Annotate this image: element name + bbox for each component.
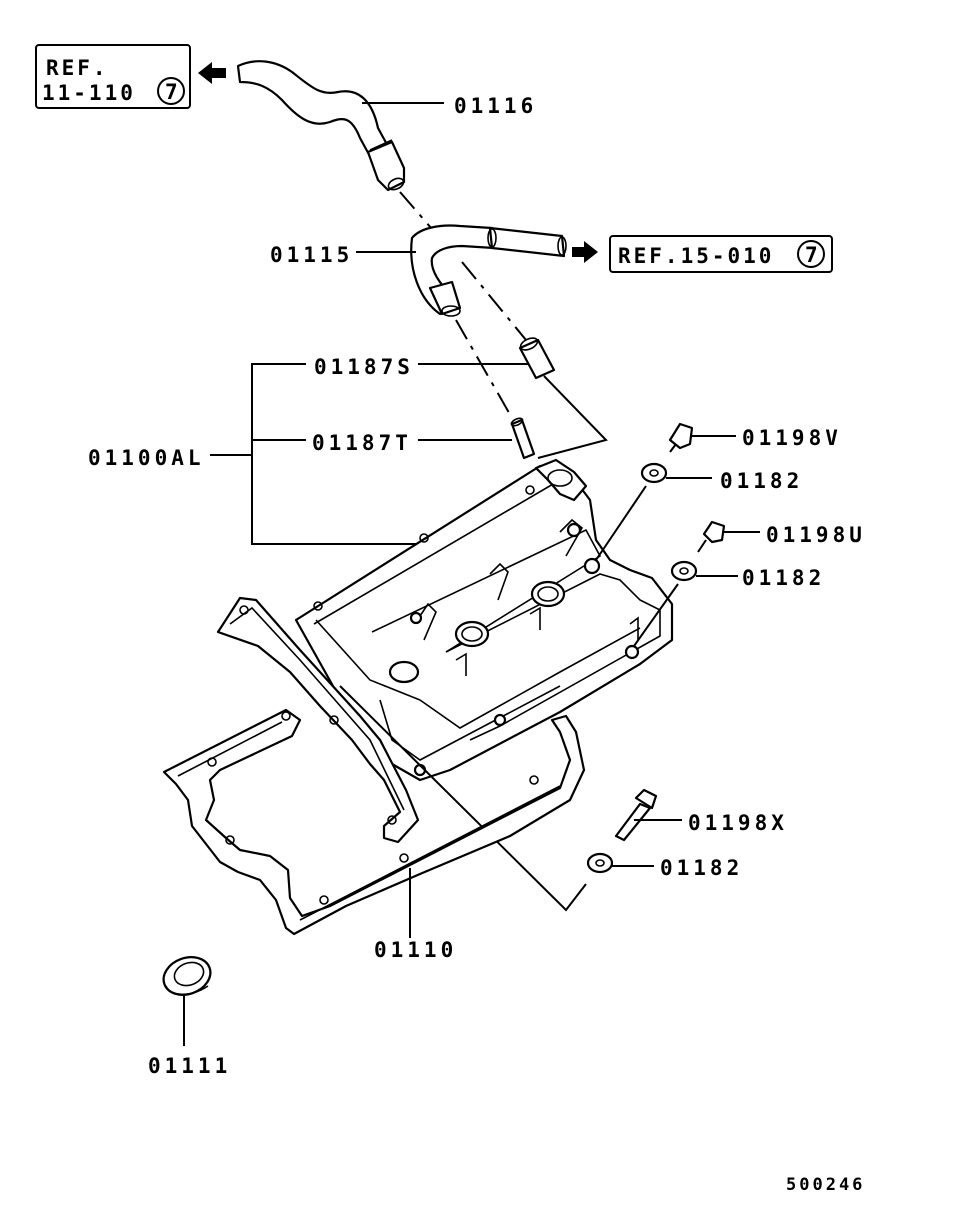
arrow-left-icon: [198, 62, 226, 84]
ref-circle-pipe: [797, 240, 825, 268]
label-seal-ring: 01111: [148, 1054, 231, 1078]
ref-box-hose-circle-num: 7: [165, 80, 181, 104]
figure-number: 500246: [786, 1175, 865, 1195]
bolt-x-part[interactable]: [614, 788, 658, 842]
seal-ring-part[interactable]: [158, 951, 215, 1001]
washer-1-part[interactable]: [640, 462, 668, 484]
hose-lower-part[interactable]: [410, 224, 567, 317]
label-hose-lower: 01115: [270, 243, 353, 267]
washer-3-part[interactable]: [586, 852, 614, 874]
label-gasket: 01110: [374, 938, 457, 962]
ref-box-pipe[interactable]: REF.15-010 7: [609, 235, 833, 273]
arrow-right-icon: [572, 241, 598, 263]
label-cover-assy: 01100AL: [88, 446, 205, 470]
label-washer-3: 01182: [660, 856, 743, 880]
hose-upper-part[interactable]: [236, 60, 406, 192]
ref-box-pipe-text: REF.15-010: [618, 244, 774, 268]
label-grommet-t: 01187T: [312, 431, 412, 455]
ref-circle: [157, 77, 185, 105]
bolt-v-part[interactable]: [668, 422, 694, 453]
label-grommet-s: 01187S: [314, 355, 414, 379]
bolt-u-part[interactable]: [697, 520, 726, 553]
grommet-t-part[interactable]: [510, 417, 536, 460]
ref-box-hose-line1: REF.: [46, 56, 109, 80]
label-washer-2: 01182: [742, 566, 825, 590]
ref-box-hose[interactable]: REF. 11-110 7: [35, 44, 191, 109]
gasket-part[interactable]: [162, 596, 586, 936]
washer-2-part[interactable]: [670, 560, 698, 582]
label-washer-1: 01182: [720, 469, 803, 493]
grommet-s-part[interactable]: [518, 336, 556, 380]
label-bolt-v: 01198V: [742, 426, 842, 450]
label-bolt-u: 01198U: [766, 523, 866, 547]
ref-box-pipe-circle-num: 7: [805, 243, 821, 267]
ref-box-hose-line2: 11-110: [42, 81, 136, 105]
label-bolt-x: 01198X: [688, 811, 788, 835]
label-hose-upper: 01116: [454, 94, 537, 118]
